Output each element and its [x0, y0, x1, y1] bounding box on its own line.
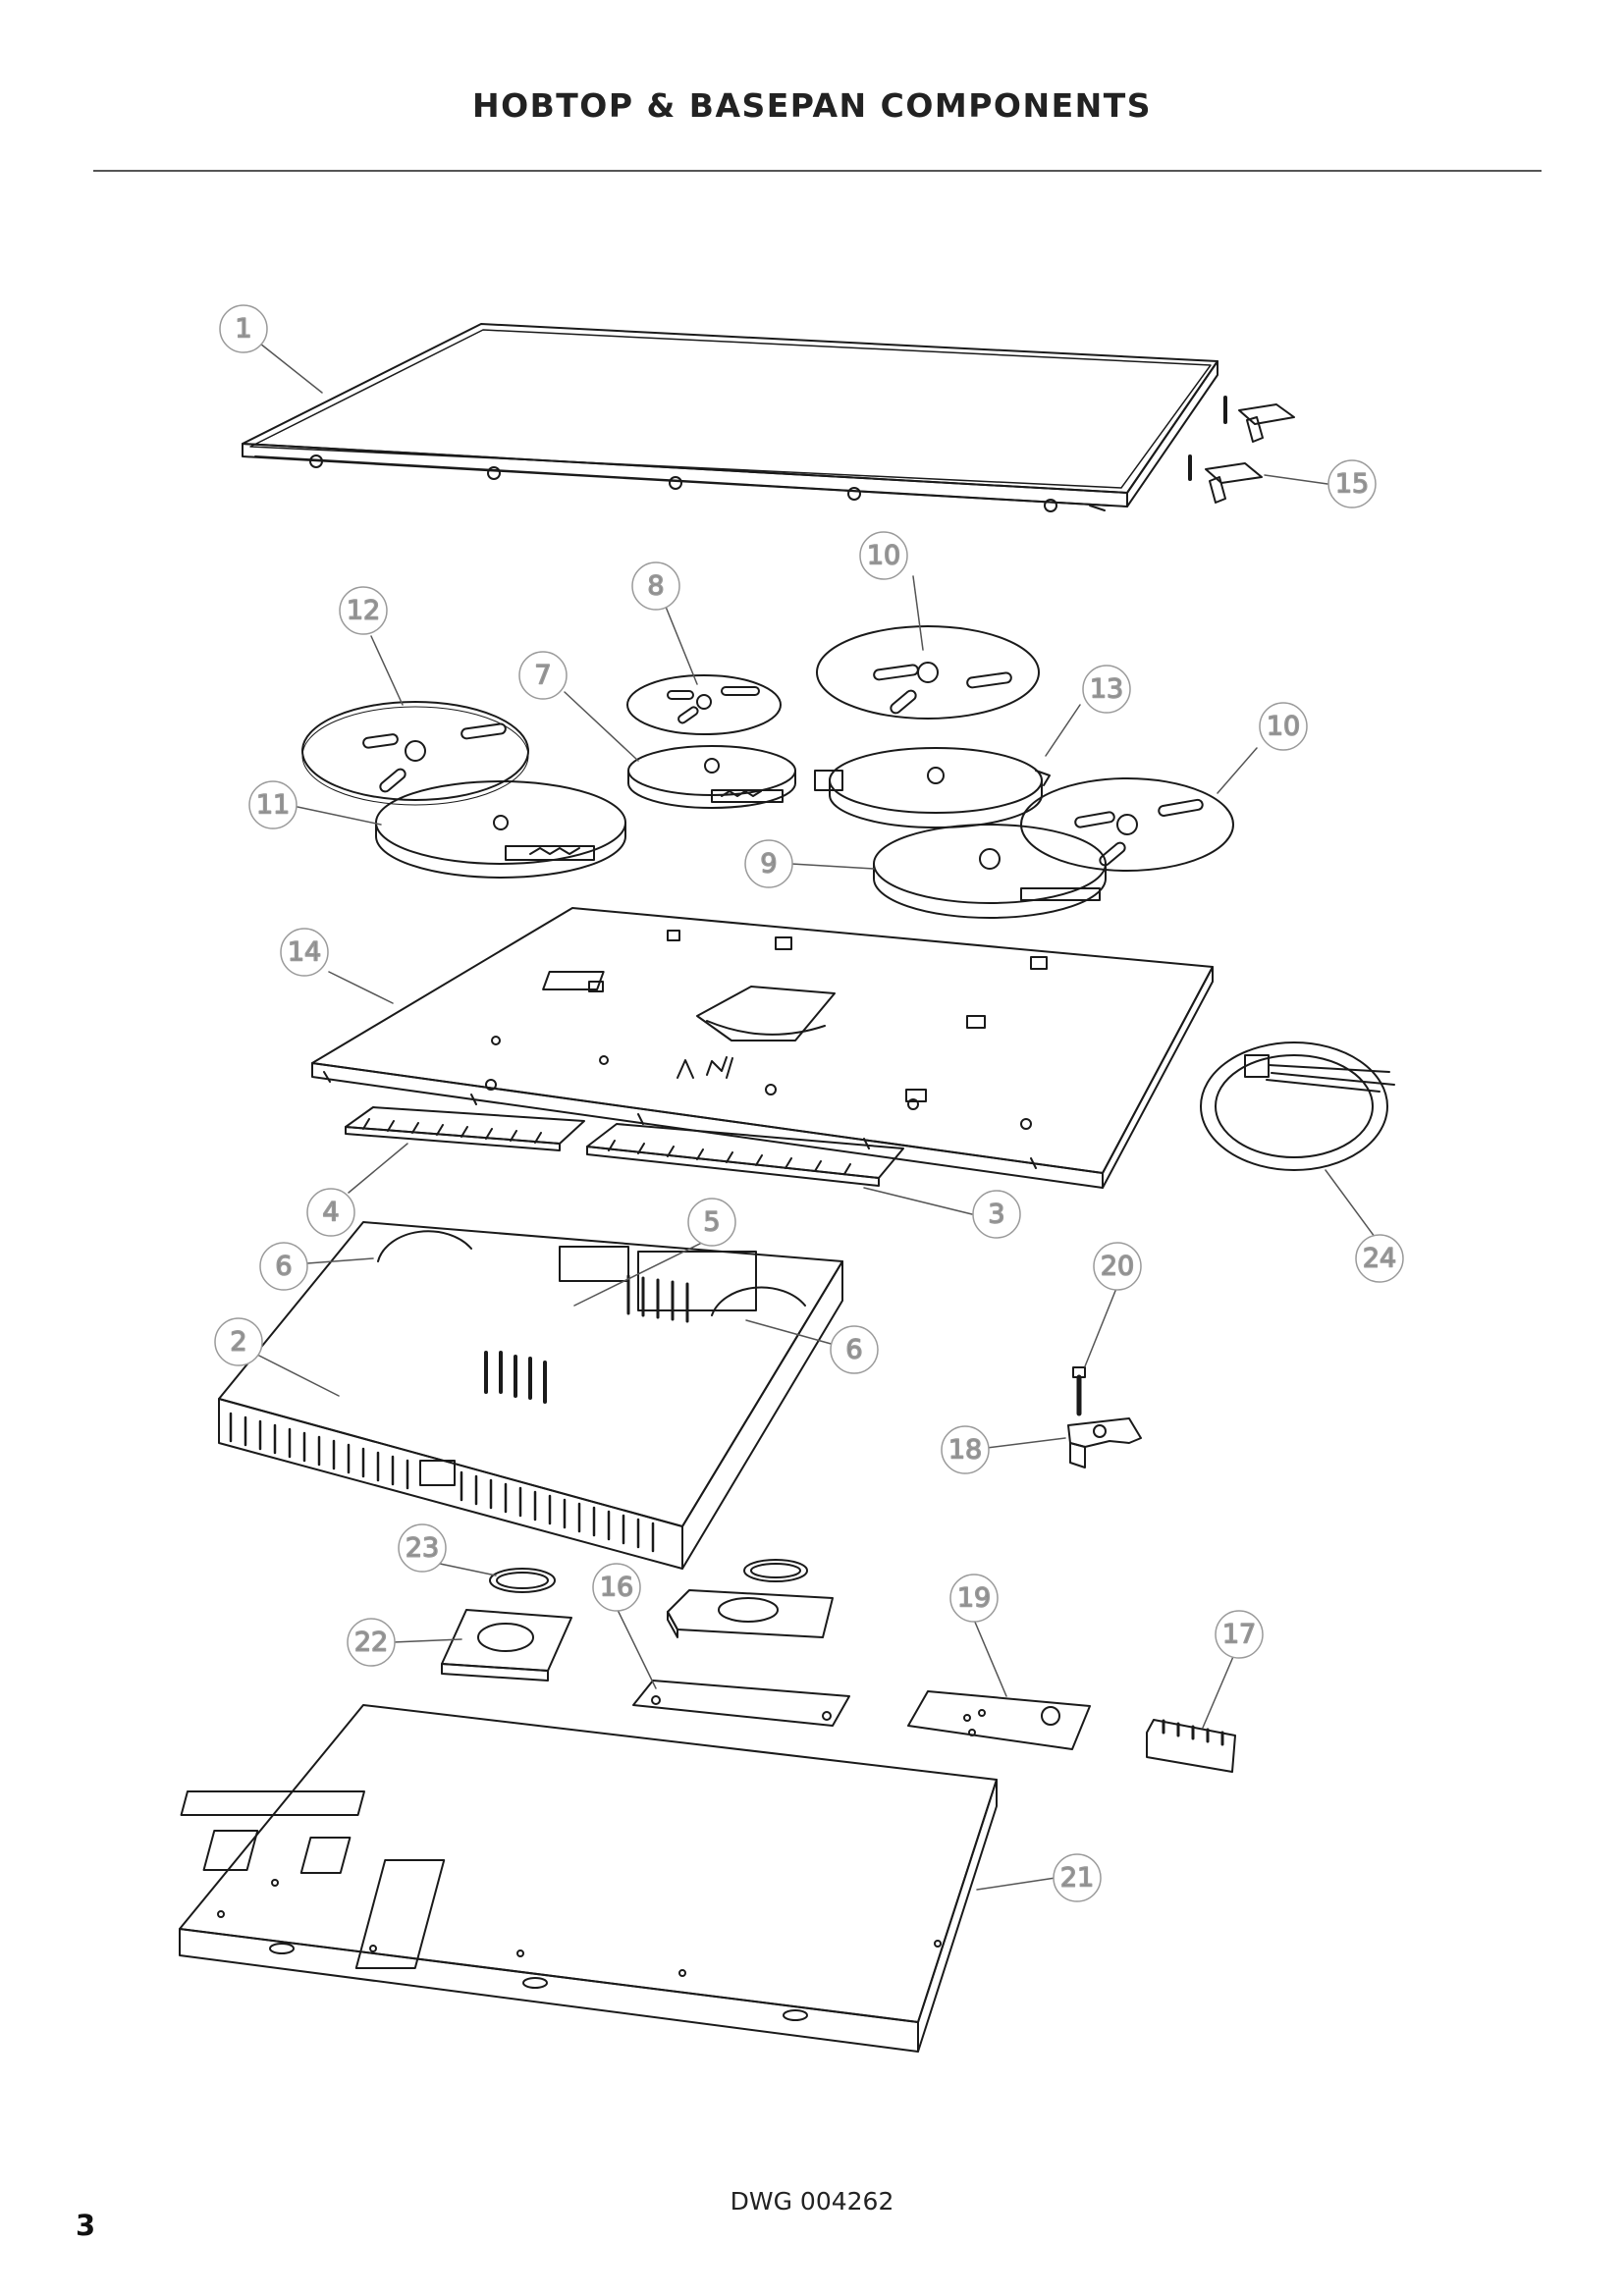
callout-bubble: 10 [859, 531, 908, 580]
callout-bubble: 12 [339, 586, 388, 635]
terminal-block-17 [1147, 1720, 1235, 1772]
callout-label: 24 [1363, 1244, 1396, 1274]
callout-bubble: 24 [1355, 1234, 1404, 1283]
callout-bubble: 18 [941, 1425, 990, 1474]
callout-label: 12 [347, 596, 380, 626]
callout-bubble: 14 [280, 928, 329, 977]
callout-label: 9 [760, 849, 777, 880]
basepan-21 [0, 1705, 997, 2052]
callout-label: 23 [406, 1533, 439, 1564]
callout-label: 6 [275, 1252, 292, 1282]
callout-bubble: 21 [1053, 1853, 1102, 1902]
drawing-number: DWG 004262 [730, 2187, 894, 2216]
pcb-board-3 [587, 1124, 903, 1186]
supply-cable-coil [1201, 1042, 1394, 1170]
callout-bubble: 22 [347, 1618, 396, 1667]
element-9-coil [874, 825, 1106, 918]
callout-bubble: 1 [219, 304, 268, 353]
lower-chassis [219, 1222, 842, 1569]
callout-label: 8 [647, 571, 664, 602]
callout-bubble: 7 [518, 651, 568, 700]
callout-label: 2 [230, 1327, 246, 1358]
terminal-plate-19 [908, 1691, 1090, 1749]
callout-label: 10 [1267, 712, 1300, 742]
callout-bubble: 15 [1327, 459, 1377, 508]
callout-label: 13 [1090, 674, 1123, 705]
callout-bubble: 19 [949, 1574, 999, 1623]
seal-ring-23 [490, 1560, 807, 1592]
element-tray [312, 908, 1213, 1188]
callout-bubbles: 1 15 10 8 12 7 13 10 11 9 14 4 3 5 6 24 … [214, 304, 1404, 1902]
callout-bubble: 5 [687, 1198, 736, 1247]
callout-label: 22 [354, 1628, 388, 1658]
callout-label: 21 [1060, 1863, 1094, 1894]
callout-label: 5 [703, 1207, 720, 1238]
element-13-coil [815, 748, 1050, 828]
callout-label: 1 [235, 314, 251, 345]
callout-bubble: 13 [1082, 665, 1131, 714]
callout-label: 10 [867, 541, 900, 571]
callout-bubble: 4 [306, 1188, 355, 1237]
page-number: 3 [76, 2209, 96, 2242]
callout-bubble: 3 [972, 1190, 1021, 1239]
page-title: HOBTOP & BASEPAN COMPONENTS [471, 86, 1153, 125]
cover-plate-16 [633, 1681, 849, 1726]
pcb-board-4 [346, 1107, 584, 1150]
callout-label: 19 [957, 1583, 991, 1614]
element-8-plate [627, 675, 781, 734]
callout-label: 15 [1335, 469, 1369, 500]
callout-label: 3 [988, 1200, 1004, 1230]
callout-bubble: 17 [1215, 1610, 1264, 1659]
callout-bubble: 11 [248, 780, 298, 829]
callout-label: 17 [1222, 1620, 1256, 1650]
callout-bubble: 9 [744, 839, 793, 888]
callout-bubble: 2 [214, 1317, 263, 1366]
element-10-plate-a [817, 626, 1039, 719]
callout-label: 6 [845, 1335, 862, 1365]
cord-clamp-18 [1068, 1418, 1141, 1468]
element-7-coil [628, 746, 795, 808]
callout-bubble: 20 [1093, 1242, 1142, 1291]
title-divider [93, 170, 1542, 172]
element-10-plate-b [1021, 778, 1233, 871]
callout-label: 16 [600, 1573, 633, 1603]
fan-duct-22 [442, 1590, 833, 1681]
callout-bubble: 6 [259, 1242, 308, 1291]
callout-bubble: 16 [592, 1563, 641, 1612]
callout-bubble: 8 [631, 561, 680, 611]
callout-label: 11 [256, 790, 290, 821]
element-11-coil [376, 781, 625, 878]
callout-label: 14 [288, 937, 321, 968]
callout-label: 18 [948, 1435, 982, 1466]
leader-lines [252, 343, 1376, 1891]
glass-hobtop [243, 324, 1218, 512]
callout-bubble: 23 [398, 1523, 447, 1573]
callout-label: 7 [534, 661, 551, 691]
screw-20 [1073, 1367, 1085, 1414]
hobtop-bracket-clips [1190, 398, 1294, 503]
element-12-plate [302, 702, 528, 805]
callout-label: 4 [322, 1198, 339, 1228]
callout-label: 20 [1101, 1252, 1134, 1282]
callout-bubble: 6 [830, 1325, 879, 1374]
callout-bubble: 10 [1259, 702, 1308, 751]
